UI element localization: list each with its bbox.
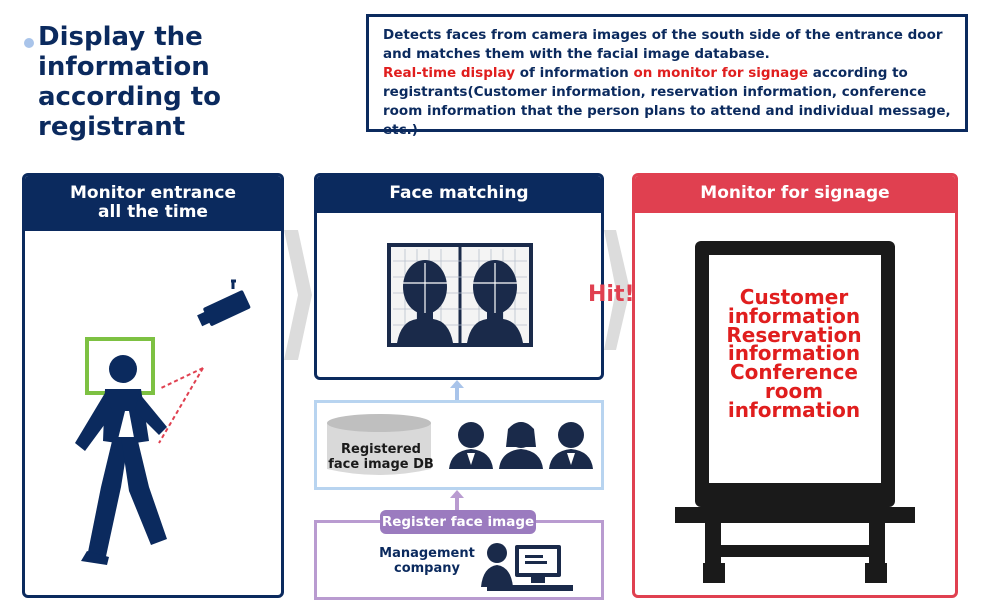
panel-signage-header: Monitor for signage [635,176,955,213]
database-icon [327,414,593,475]
signage-monitor-icon [675,241,915,583]
description-text-2: of information [515,65,634,81]
arrow-db-to-face [450,380,464,400]
panel-monitor-signage: Monitor for signage [632,173,958,598]
screen-line: Conference [729,360,858,385]
panel-monitor-title-2: all the time [98,202,208,222]
signage-screen-text: Customer information Reservation informa… [712,285,876,422]
person-walking-icon [75,355,167,565]
screen-line: room [764,378,824,403]
panel-monitor-title-1: Monitor entrance [70,183,236,203]
hit-label: Hit! [588,282,635,307]
page-title: Display the information according to reg… [38,22,222,142]
screen-line: information [727,303,861,328]
registered-db-box [314,400,604,490]
people-icon [449,422,593,469]
face-comparison-icon [387,243,533,347]
management-company-label: Management company [360,546,494,576]
mgmt-label-line-2: company [394,561,460,576]
camera-scene [75,279,251,565]
panel-face-matching: Face matching [314,173,604,380]
db-label-line-1: Registered [341,442,421,457]
register-face-image-badge: Register face image [380,510,536,534]
arrow-mgmt-to-db [450,490,464,510]
description-box: Detects faces from camera images of the … [366,14,968,138]
db-label-line-2: face image DB [328,457,434,472]
title-bullet [24,38,34,48]
db-label: Registered face image DB [326,442,436,472]
description-text-3: according to registrants(Customer inform… [383,65,951,138]
screen-line: information [727,397,861,422]
operator-computer-icon [481,543,573,591]
description-line-1: Detects faces from camera images of the … [383,27,943,62]
screen-line: Customer [739,285,849,309]
mgmt-label-line-1: Management [379,546,475,561]
arrow-monitor-to-face [284,230,312,360]
camera-icon [197,279,251,327]
panel-monitor-header: Monitor entrance all the time [25,176,281,231]
arrow-face-to-signage [604,230,630,350]
panel-face-header: Face matching [317,176,601,213]
description-highlight-signage: on monitor for signage [633,65,809,81]
panel-monitor-entrance: Monitor entrance all the time [22,173,284,598]
screen-line: Reservation [726,322,862,347]
screen-line: information [727,341,861,366]
description-highlight-realtime: Real-time display [383,65,516,81]
